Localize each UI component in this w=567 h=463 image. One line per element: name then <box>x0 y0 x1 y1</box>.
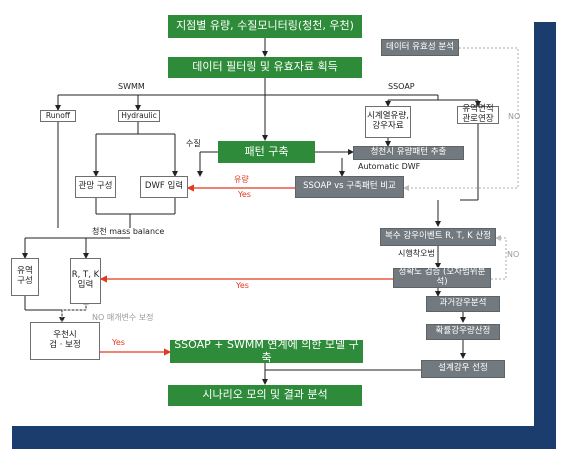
dry-pattern-box: 청천시 유량패턴 추출 <box>353 146 464 160</box>
validity-box: 데이터 유효성 분석 <box>381 39 459 56</box>
prob-rain-box: 확률강우량산정 <box>426 324 500 340</box>
wet-calib-box: 우천시 검 · 보정 <box>30 322 100 360</box>
flow-label: 유량 <box>234 175 249 184</box>
coupled-model-box: SSOAP + SWMM 연계에 의한 모델 구축 <box>170 338 363 363</box>
param-correction-label: NO 매개변수 보정 <box>92 313 154 322</box>
no-label-top: NO <box>508 112 521 121</box>
basin-config-box: 유역 구성 <box>11 258 39 296</box>
past-rain-box: 과거강우분석 <box>426 296 500 312</box>
yes-label-mid: Yes <box>236 281 249 290</box>
dwf-input-box: DWF 입력 <box>140 176 188 198</box>
trial-error-label: 시행착오법 <box>398 249 435 258</box>
yes-label-bottom: Yes <box>112 338 125 347</box>
rtk-input-box: R, T, K 입력 <box>70 258 101 304</box>
ssoap-compare-box: SSOAP vs 구축패턴 비교 <box>295 176 404 198</box>
filtering-box: 데이터 필터링 및 유효자료 획득 <box>168 57 362 78</box>
navy-frame-bottom <box>12 426 556 449</box>
red-yes-arrows <box>99 184 393 356</box>
accuracy-box: 정확도 검증 (오차범위분석) <box>393 267 491 288</box>
monitoring-box: 지점별 유량, 수질모니터링(청천, 우천) <box>168 15 362 38</box>
scenario-box: 시나리오 모의 및 결과 분석 <box>168 385 362 406</box>
automatic-dwf-label: Automatic DWF <box>358 162 421 171</box>
water-quality-label: 수질 <box>186 139 201 148</box>
dashed-feedback-lines <box>61 47 519 322</box>
navy-frame-right <box>534 22 556 449</box>
swmm-label: SWMM <box>118 82 145 91</box>
flow-area-box: 유역면적 관로연장 <box>457 104 499 124</box>
pattern-box: 패턴 구축 <box>218 141 315 163</box>
black-arrows <box>22 38 481 385</box>
time-flow-box: 시계열유량, 강우자료 <box>365 106 411 138</box>
no-label-mid: NO <box>507 250 520 259</box>
runoff-box: Runoff <box>40 110 76 122</box>
hydraulic-box: Hydraulic <box>118 110 160 122</box>
design-rain-box: 설계강우 선정 <box>421 360 505 378</box>
pipe-config-box: 관망 구성 <box>75 176 116 198</box>
yes-label-top: Yes <box>238 190 251 199</box>
dry-mass-balance-label: 청천 mass balance <box>92 227 165 236</box>
ssoap-label: SSOAP <box>388 82 415 91</box>
rtk-setting-box: 복수 강우이벤트 R, T, K 산정 <box>380 228 496 246</box>
